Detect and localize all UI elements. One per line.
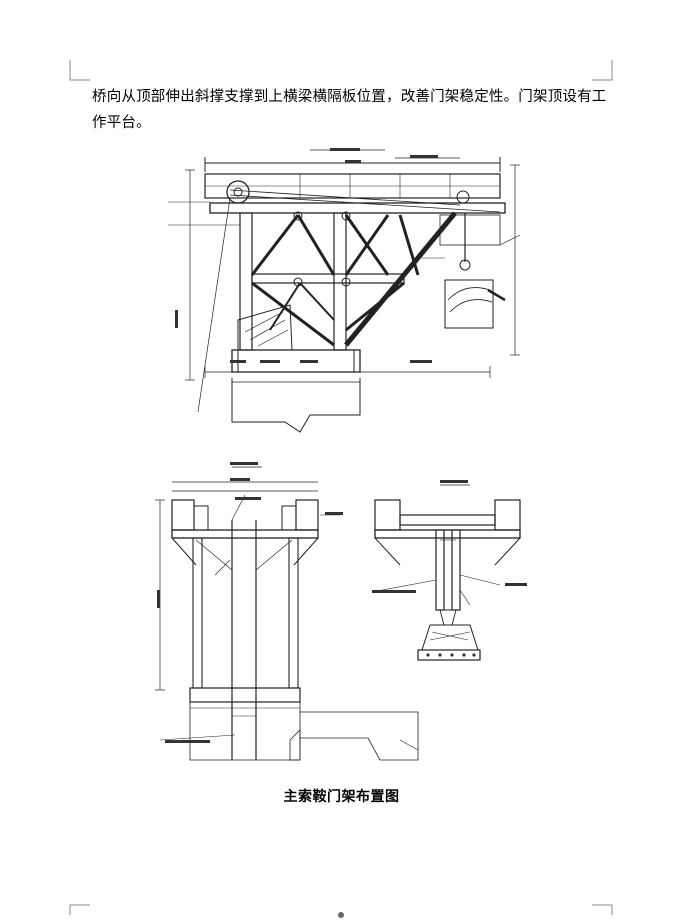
paragraph-line-1: 桥向从顶部伸出斜撑支撑到上横梁横隔板位置，改善门架稳定性。门架顶设有工	[92, 89, 607, 105]
section-a-view	[155, 462, 419, 761]
figure-caption: 主索鞍门架布置图	[283, 789, 400, 805]
elevation-view	[168, 148, 521, 433]
gantry-layout-drawing	[155, 148, 527, 761]
section-b-view	[371, 480, 527, 661]
body-paragraph: 桥向从顶部伸出斜撑支撑到上横梁横隔板位置，改善门架稳定性。门架顶设有工 作平台。	[92, 84, 612, 136]
paragraph-line-2: 作平台。	[92, 115, 151, 131]
page-footer-mark	[338, 912, 344, 918]
